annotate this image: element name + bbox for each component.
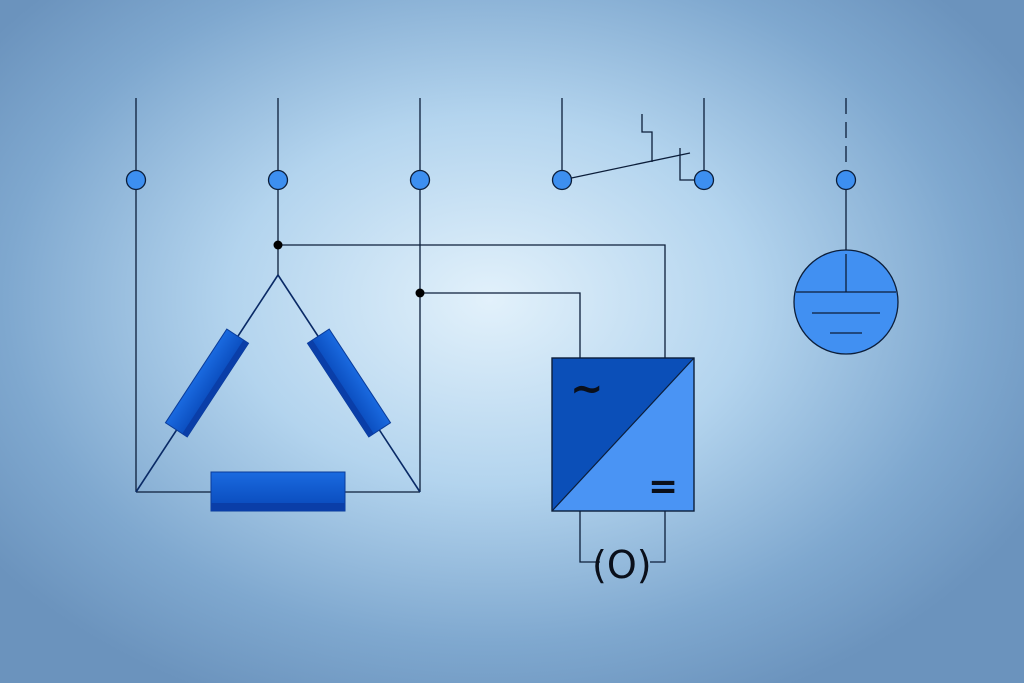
converter-dc-symbol: = bbox=[648, 466, 678, 507]
switch-blade bbox=[561, 152, 691, 181]
junction-dot bbox=[273, 240, 283, 250]
ground-symbol bbox=[793, 249, 899, 355]
converter-ac-symbol: ~ bbox=[570, 366, 604, 412]
terminal-switch-in bbox=[551, 169, 573, 191]
terminal-l2 bbox=[267, 169, 289, 191]
terminal-ground bbox=[835, 169, 857, 191]
converter-feed-wire-1 bbox=[278, 244, 666, 358]
terminal-l1 bbox=[125, 169, 147, 191]
resistor-right bbox=[306, 328, 392, 438]
output-wire bbox=[650, 511, 666, 563]
switch-contact bbox=[561, 98, 705, 181]
terminal-switch-out bbox=[693, 169, 715, 191]
ac-dc-converter: ~ = bbox=[551, 357, 695, 512]
converter-feed-wire-2 bbox=[420, 292, 581, 358]
resistor-left bbox=[164, 328, 250, 438]
terminal-l3 bbox=[409, 169, 431, 191]
switch-actuator bbox=[641, 114, 653, 162]
junction-dot bbox=[415, 288, 425, 298]
output-wire bbox=[579, 511, 600, 563]
resistor-bottom bbox=[210, 471, 346, 512]
output-label: (O) bbox=[592, 543, 652, 587]
